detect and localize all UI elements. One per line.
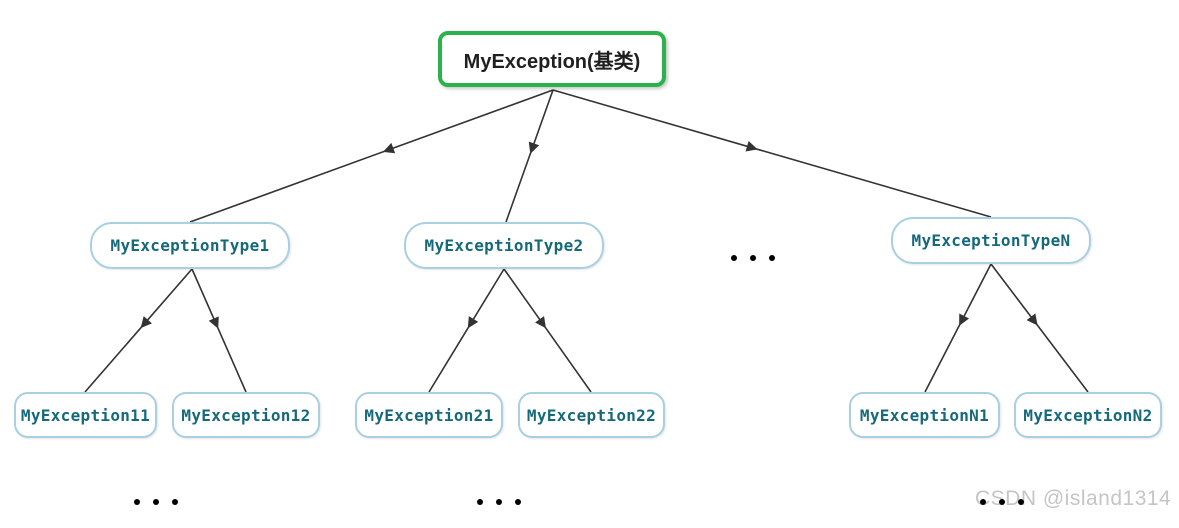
connector-arrow — [428, 268, 505, 393]
dot-icon — [477, 499, 483, 505]
connector-arrow — [990, 263, 1089, 393]
dot-icon — [980, 499, 986, 505]
node-label: MyExceptionType1 — [110, 236, 270, 255]
continuation-dots — [980, 499, 1024, 505]
node-label: MyException21 — [364, 405, 494, 425]
node-label: MyException22 — [526, 405, 657, 425]
dot-icon — [153, 499, 159, 505]
node-myexception11: MyException11 — [14, 392, 157, 438]
connector-arrow — [189, 89, 554, 223]
node-label: MyExceptionN1 — [859, 405, 990, 425]
node-label: MyExceptionN2 — [1023, 405, 1153, 425]
node-myexception21: MyException21 — [355, 392, 503, 438]
node-label: MyExceptionTypeN — [911, 231, 1071, 250]
node-myexception12: MyException12 — [172, 392, 320, 438]
node-label: MyException12 — [181, 405, 311, 425]
csdn-watermark: CSDN @island1314 — [975, 487, 1172, 510]
continuation-dots — [134, 499, 178, 505]
dot-icon — [731, 255, 737, 261]
node-myexception22: MyException22 — [518, 392, 665, 438]
dot-icon — [496, 499, 502, 505]
node-myexception-root: MyException(基类) — [438, 31, 666, 87]
node-label: MyException(基类) — [463, 50, 641, 73]
dot-icon — [750, 255, 756, 261]
continuation-dots — [477, 499, 521, 505]
node-label: MyExceptionType2 — [424, 236, 584, 255]
node-label: MyException11 — [20, 405, 151, 425]
node-myexceptiontype1: MyExceptionType1 — [90, 222, 290, 269]
node-myexceptionn2: MyExceptionN2 — [1014, 392, 1162, 438]
dot-icon — [134, 499, 140, 505]
dot-icon — [999, 499, 1005, 505]
connector-arrow — [924, 263, 992, 393]
connector-arrow — [503, 268, 592, 393]
continuation-dots — [731, 255, 775, 261]
dot-icon — [515, 499, 521, 505]
dot-icon — [1018, 499, 1024, 505]
connector-arrow — [505, 89, 554, 223]
dot-icon — [172, 499, 178, 505]
node-myexceptiontypen: MyExceptionTypeN — [891, 217, 1091, 264]
connector-arrow — [84, 268, 193, 393]
node-myexceptiontype2: MyExceptionType2 — [404, 222, 604, 269]
connector-arrow — [552, 89, 992, 218]
connector-arrow — [191, 268, 247, 393]
dot-icon — [769, 255, 775, 261]
node-myexceptionn1: MyExceptionN1 — [849, 392, 1000, 438]
